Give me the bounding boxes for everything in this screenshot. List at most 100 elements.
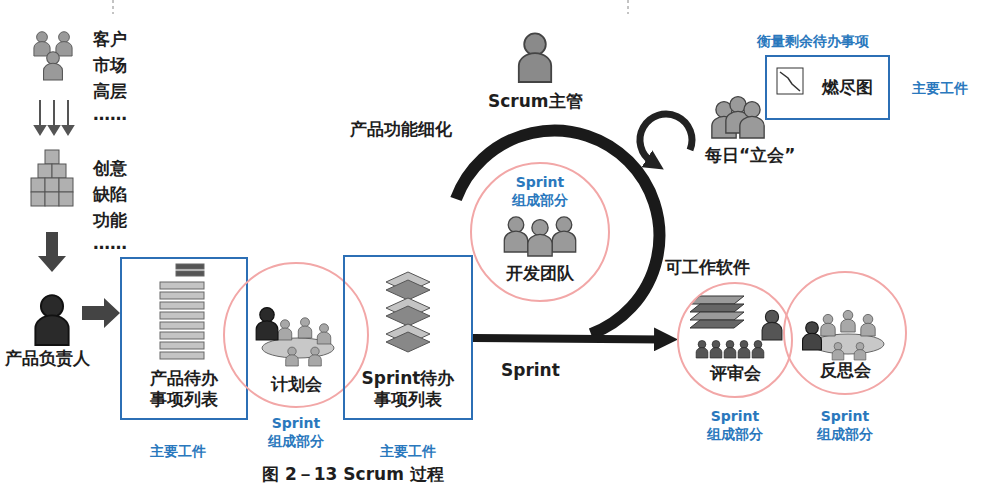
working-software-stack <box>690 304 744 312</box>
down-arrows <box>49 126 59 134</box>
artifact-note: Sprint 组成部分 <box>700 408 770 443</box>
backlog-stack <box>160 352 204 359</box>
circle-outline <box>784 272 906 394</box>
review-audience-icon <box>696 310 782 358</box>
backlog-stack <box>160 264 204 359</box>
right-arrow <box>82 298 120 328</box>
annotation-text: 高层 <box>93 80 127 103</box>
dev-team-icon <box>528 220 552 256</box>
sprint-backlog-stack <box>386 280 430 300</box>
sprint-backlog-stack <box>386 332 430 352</box>
planning-meeting-icon <box>256 308 334 366</box>
backlog-stack <box>176 264 204 269</box>
retrospective-icon <box>841 310 855 332</box>
backlog-stack <box>160 332 204 339</box>
cubes-icon <box>31 178 45 192</box>
sprint-backlog-stack <box>386 306 430 326</box>
sprint-loop <box>456 131 659 334</box>
planning-meeting-icon <box>278 318 331 366</box>
annotation-text: 功能 <box>93 209 127 232</box>
standup-icon <box>712 97 764 138</box>
artifact-box: 产品待办事项列表 <box>120 257 248 420</box>
working-software-stack <box>690 312 744 320</box>
planning-meeting-icon <box>278 320 292 340</box>
backlog-stack <box>160 292 204 299</box>
working-software-stack <box>690 296 744 328</box>
right-arrow <box>82 298 120 328</box>
node-text: Sprint 组成部分 <box>505 174 575 209</box>
retrospective-icon <box>861 314 875 336</box>
retrospective-icon <box>821 314 835 336</box>
annotation-text: …… <box>93 104 127 124</box>
node-text: 产品待办事项列表 <box>147 368 220 411</box>
node-text: 计划会 <box>271 374 322 395</box>
artifact-box: Sprint待办事项列表 <box>343 255 473 420</box>
sprint-role-circle: Sprint 组成部分开发团队 <box>470 162 610 302</box>
planning-meeting-icon <box>256 308 278 340</box>
node-text: 评审会 <box>710 363 761 384</box>
cubes-icon <box>59 192 73 206</box>
cubes-icon <box>45 150 59 164</box>
sprint-loop <box>456 131 659 334</box>
figure-caption: 图 2－13 Scrum 过程 <box>262 463 444 486</box>
annotation-text: 可工作软件 <box>665 256 750 279</box>
down-arrows <box>67 100 69 127</box>
retrospective-icon <box>821 310 875 360</box>
backlog-stack <box>160 302 204 309</box>
annotation-text: 产品功能细化 <box>350 118 452 141</box>
review-audience-icon <box>724 340 736 358</box>
retrospective-icon <box>803 310 884 360</box>
edge-label: Sprint <box>499 360 562 380</box>
cubes-icon <box>38 164 52 178</box>
circle-outline <box>224 263 368 407</box>
annotation-text: Scrum主管 <box>488 90 583 113</box>
flow-arrow <box>473 338 662 339</box>
planning-meeting-icon <box>298 318 312 338</box>
circle-outline <box>678 283 792 397</box>
stakeholder-icon <box>44 52 63 80</box>
circle-outline <box>471 163 609 301</box>
annotation-text: 市场 <box>93 54 127 77</box>
node-text: 燃尽图 <box>822 77 873 98</box>
sprint-backlog-stack <box>386 272 430 352</box>
annotation-text: …… <box>93 233 127 253</box>
sprint-event-circle: 反思会 <box>783 271 907 395</box>
retrospective-icon <box>803 322 822 350</box>
stakeholder-icon <box>34 32 50 56</box>
burndown-icon <box>777 68 803 94</box>
stakeholder-icon <box>34 32 72 80</box>
annotation-text: 客户 <box>93 28 127 51</box>
down-arrows <box>53 100 55 127</box>
dev-team-icon <box>504 217 527 252</box>
planning-meeting-icon <box>256 308 278 340</box>
node-text: Sprint待办事项列表 <box>358 368 458 411</box>
sprint-event-circle: 评审会 <box>677 282 793 398</box>
retrospective-icon <box>803 322 822 350</box>
product-owner-icon <box>35 295 68 345</box>
artifact-note: 主要工件 <box>380 443 436 461</box>
backlog-stack <box>160 322 204 329</box>
big-down-arrow <box>38 232 66 272</box>
node-text: 反思会 <box>820 360 871 381</box>
scrum-master-icon <box>519 33 551 82</box>
burndown-icon <box>780 72 800 91</box>
review-audience-icon <box>696 340 708 358</box>
margin-dash <box>113 0 628 14</box>
planning-meeting-icon <box>317 324 331 344</box>
burndown-icon <box>777 68 803 94</box>
cubes-icon <box>45 178 59 192</box>
review-audience-icon <box>752 340 764 358</box>
dev-team-icon <box>552 217 575 252</box>
backlog-stack <box>160 342 204 349</box>
artifact-note: Sprint 组成部分 <box>261 415 331 450</box>
retrospective-icon <box>812 334 884 354</box>
retrospective-icon <box>854 342 866 360</box>
review-audience-icon <box>710 340 722 358</box>
cubes-icon <box>31 150 73 206</box>
planning-meeting-icon <box>309 347 322 366</box>
stakeholder-icon <box>56 32 72 56</box>
annotation-text: 每日“立会” <box>705 144 795 167</box>
standup-icon <box>740 102 764 138</box>
artifact-note: 主要工件 <box>150 443 206 461</box>
margin-dash <box>628 0 629 14</box>
